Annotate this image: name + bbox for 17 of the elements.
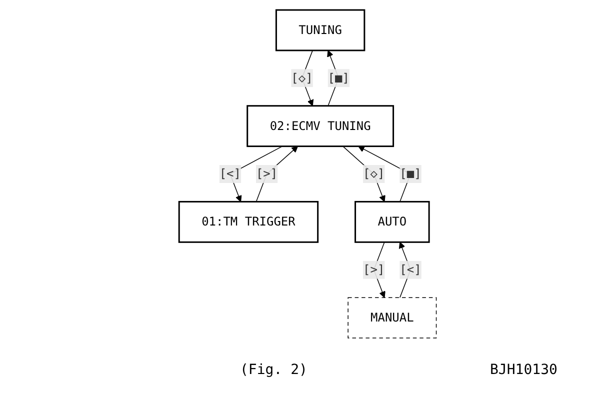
node-box: 01:TM TRIGGER [178,200,319,243]
drawing-code: BJH10130 [490,362,558,378]
edge-label: [◇] [291,70,314,85]
edge-label: [■] [328,70,350,85]
edge-label: [<] [220,166,242,181]
node-box: TUNING [276,9,366,52]
node-box: 02:ECMV TUNING [246,105,394,148]
figure-caption: (Fig. 2) [240,362,308,378]
edge-label: [<] [400,262,422,277]
edge-label: [>] [256,166,278,181]
node-box: AUTO [354,200,430,243]
arrow [342,146,386,202]
arrow [256,146,298,202]
edge-label: [■] [400,166,422,181]
edge-label: [>] [363,262,385,277]
edge-label: [◇] [363,166,385,181]
node-box: MANUAL [348,297,437,338]
